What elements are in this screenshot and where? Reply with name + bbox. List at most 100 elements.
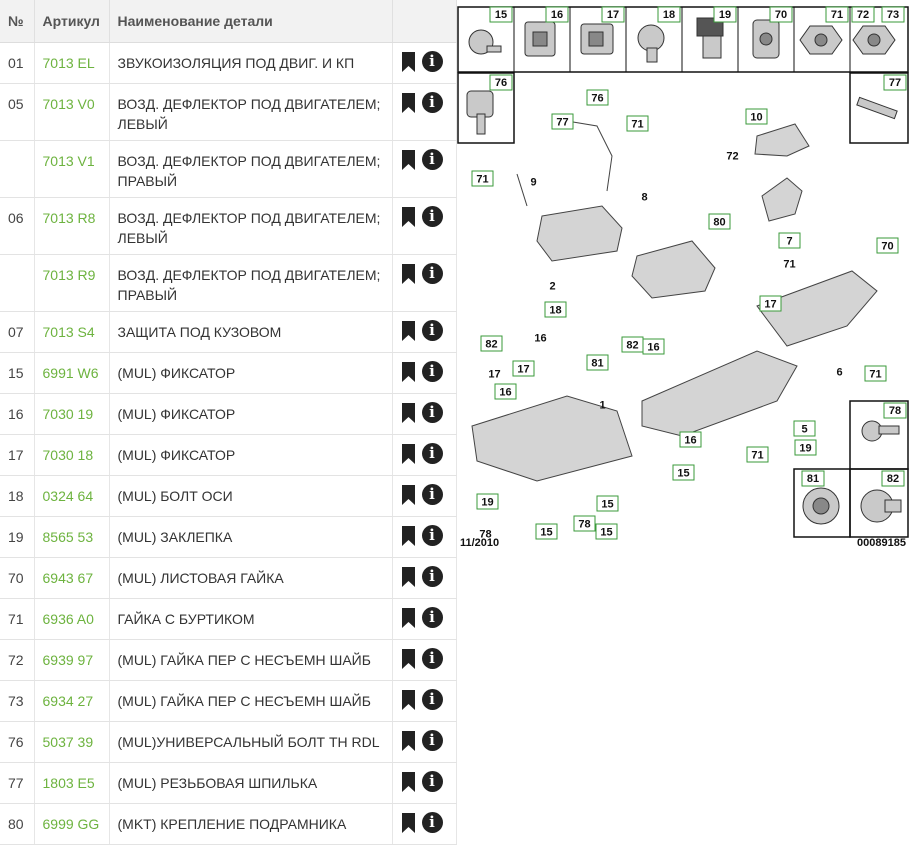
- bookmark-icon[interactable]: [401, 607, 416, 629]
- article-link[interactable]: 6943 67: [42, 570, 94, 586]
- bookmark-icon[interactable]: [401, 525, 416, 547]
- info-icon[interactable]: i: [421, 51, 443, 72]
- row-part-name: (MUL)УНИВЕРСАЛЬНЫЙ БОЛТ TH RDL: [109, 721, 393, 763]
- bookmark-icon[interactable]: [401, 566, 416, 588]
- article-link[interactable]: 7013 R8: [42, 210, 96, 226]
- row-number: 18: [0, 475, 35, 517]
- row-actions: i: [392, 311, 457, 353]
- row-part-name: ГАЙКА С БУРТИКОМ: [109, 598, 393, 640]
- parts-sketch: [471, 120, 878, 482]
- info-icon[interactable]: i: [421, 92, 443, 113]
- row-actions: i: [392, 42, 457, 84]
- row-article: 1803 E5: [34, 762, 110, 804]
- info-icon[interactable]: i: [421, 607, 443, 628]
- info-icon[interactable]: i: [421, 484, 443, 505]
- svg-text:19: 19: [481, 497, 493, 509]
- info-icon[interactable]: i: [421, 812, 443, 833]
- bookmark-icon[interactable]: [401, 443, 416, 465]
- article-link[interactable]: 6999 GG: [42, 816, 100, 832]
- bookmark-icon[interactable]: [401, 648, 416, 670]
- bookmark-icon[interactable]: [401, 149, 416, 171]
- svg-text:76: 76: [495, 77, 507, 89]
- info-icon[interactable]: i: [421, 149, 443, 170]
- bookmark-icon[interactable]: [401, 689, 416, 711]
- article-link[interactable]: 6934 27: [42, 693, 94, 709]
- svg-text:78: 78: [578, 519, 590, 531]
- row-number: 07: [0, 311, 35, 353]
- article-link[interactable]: 7013 V1: [42, 153, 95, 169]
- row-part-name: (MUL) ФИКСАТОР: [109, 352, 393, 394]
- svg-text:71: 71: [751, 450, 763, 462]
- article-link[interactable]: 7013 V0: [42, 96, 95, 112]
- row-article: 6943 67: [34, 557, 110, 599]
- svg-text:81: 81: [591, 358, 603, 370]
- info-icon[interactable]: i: [421, 689, 443, 710]
- row-number: [0, 254, 35, 312]
- bookmark-icon[interactable]: [401, 402, 416, 424]
- svg-text:17: 17: [517, 364, 529, 376]
- info-icon[interactable]: i: [421, 771, 443, 792]
- bookmark-icon[interactable]: [401, 51, 416, 73]
- row-article: 0324 64: [34, 475, 110, 517]
- row-article: 7030 19: [34, 393, 110, 435]
- bookmark-icon[interactable]: [401, 730, 416, 752]
- article-link[interactable]: 5037 39: [42, 734, 94, 750]
- bookmark-icon[interactable]: [401, 812, 416, 834]
- row-article: 7013 R8: [34, 197, 110, 255]
- bookmark-icon[interactable]: [401, 206, 416, 228]
- info-icon[interactable]: i: [421, 320, 443, 341]
- row-actions: i: [392, 140, 457, 198]
- svg-text:1: 1: [599, 400, 605, 412]
- article-link[interactable]: 1803 E5: [42, 775, 95, 791]
- article-link[interactable]: 7030 18: [42, 447, 94, 463]
- row-actions: i: [392, 254, 457, 312]
- column-header-actions: [392, 0, 457, 43]
- row-actions: i: [392, 83, 457, 141]
- info-icon[interactable]: i: [421, 361, 443, 382]
- callout-label: 16: [642, 338, 665, 355]
- svg-text:5: 5: [801, 424, 807, 436]
- article-link[interactable]: 0324 64: [42, 488, 94, 504]
- article-link[interactable]: 7013 S4: [42, 324, 95, 340]
- row-number: 80: [0, 803, 35, 845]
- info-icon[interactable]: i: [421, 566, 443, 587]
- bookmark-icon[interactable]: [401, 92, 416, 114]
- svg-text:19: 19: [719, 9, 731, 21]
- row-article: 6934 27: [34, 680, 110, 722]
- info-icon[interactable]: i: [421, 648, 443, 669]
- row-article: 7013 R9: [34, 254, 110, 312]
- info-icon[interactable]: i: [421, 263, 443, 284]
- bookmark-icon[interactable]: [401, 484, 416, 506]
- info-icon[interactable]: i: [421, 443, 443, 464]
- article-link[interactable]: 7013 EL: [42, 55, 95, 71]
- article-link[interactable]: 6936 A0: [42, 611, 94, 627]
- callout-label: 17: [512, 360, 535, 377]
- svg-text:71: 71: [476, 174, 488, 186]
- row-part-name: (MUL) ФИКСАТОР: [109, 434, 393, 476]
- article-link[interactable]: 6939 97: [42, 652, 94, 668]
- bookmark-icon[interactable]: [401, 263, 416, 285]
- bookmark-icon[interactable]: [401, 361, 416, 383]
- row-number: 05: [0, 83, 35, 141]
- callout-label: 78: [479, 529, 491, 541]
- info-icon[interactable]: i: [421, 206, 443, 227]
- article-link[interactable]: 7013 R9: [42, 267, 96, 283]
- bookmark-icon[interactable]: [401, 320, 416, 342]
- article-link[interactable]: 8565 53: [42, 529, 94, 545]
- fastener-strip: [457, 6, 909, 144]
- row-number: 01: [0, 42, 35, 84]
- svg-text:8: 8: [641, 192, 647, 204]
- info-icon[interactable]: i: [421, 730, 443, 751]
- svg-text:78: 78: [889, 405, 901, 417]
- info-icon[interactable]: i: [421, 525, 443, 546]
- article-link[interactable]: 7030 19: [42, 406, 94, 422]
- bookmark-icon[interactable]: [401, 771, 416, 793]
- article-link[interactable]: 6991 W6: [42, 365, 99, 381]
- info-icon[interactable]: i: [421, 402, 443, 423]
